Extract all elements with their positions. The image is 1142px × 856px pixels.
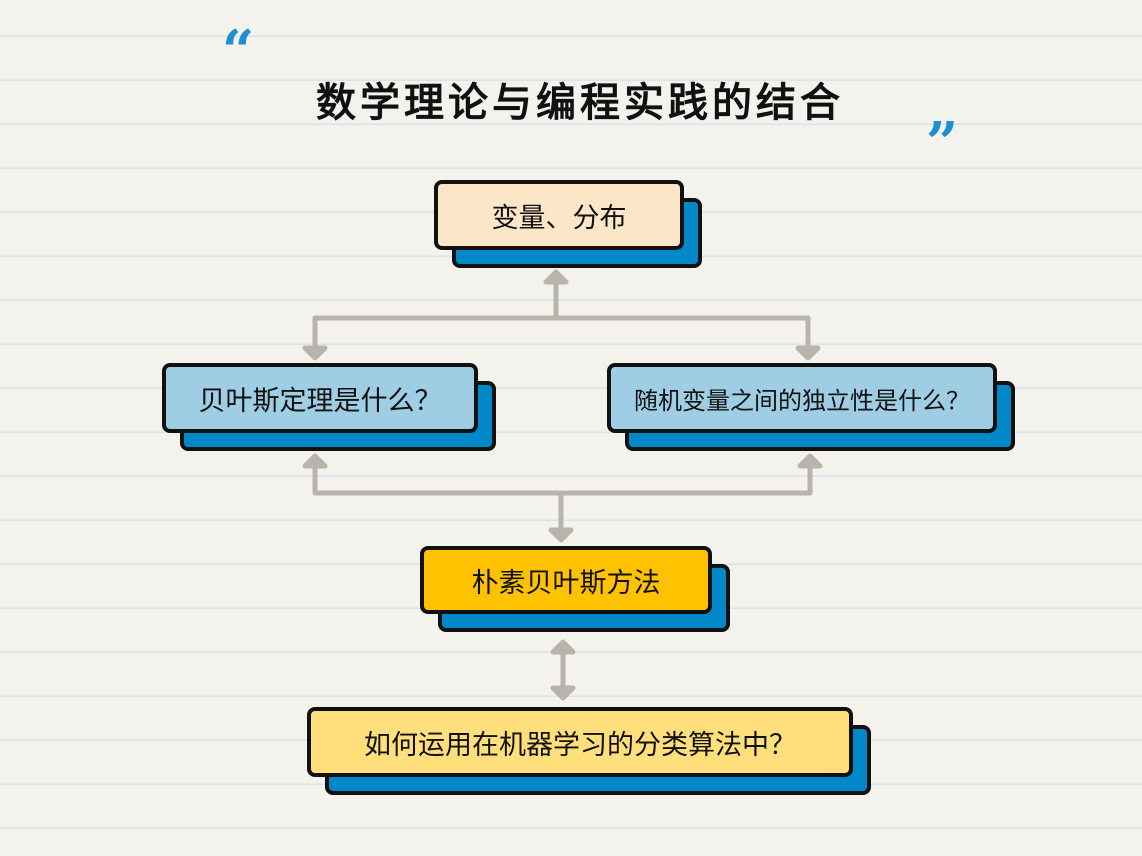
close-quote-mark: ” [926, 110, 959, 176]
arrowhead-down-bottom [550, 685, 576, 701]
node-variables-distribution: 变量、分布 [434, 180, 702, 268]
node-label: 随机变量之间的独立性是什么？ [607, 363, 997, 433]
connector-top-branch [312, 272, 811, 355]
node-bayes-theorem: 贝叶斯定理是什么？ [162, 363, 496, 451]
node-label: 贝叶斯定理是什么？ [162, 363, 478, 433]
arrowhead-down-right [795, 345, 821, 361]
node-label: 朴素贝叶斯方法 [420, 546, 712, 614]
arrowhead-down-left [302, 345, 328, 361]
arrowhead-up-right [797, 453, 823, 469]
node-independence: 随机变量之间的独立性是什么？ [607, 363, 1015, 451]
node-naive-bayes: 朴素贝叶斯方法 [420, 546, 730, 632]
arrowhead-up-left [302, 453, 328, 469]
node-label: 如何运用在机器学习的分类算法中？ [307, 707, 853, 777]
open-quote-mark: “ [222, 18, 255, 84]
arrowhead-up-middle [550, 639, 576, 655]
arrowhead-down-middle [548, 527, 574, 543]
diagram-title: 数学理论与编程实践的结合 [316, 80, 844, 126]
node-ml-application: 如何运用在机器学习的分类算法中？ [307, 707, 871, 795]
node-label: 变量、分布 [434, 180, 684, 250]
arrowhead-up-top [543, 269, 569, 285]
connector-bottom-branch [312, 459, 813, 539]
